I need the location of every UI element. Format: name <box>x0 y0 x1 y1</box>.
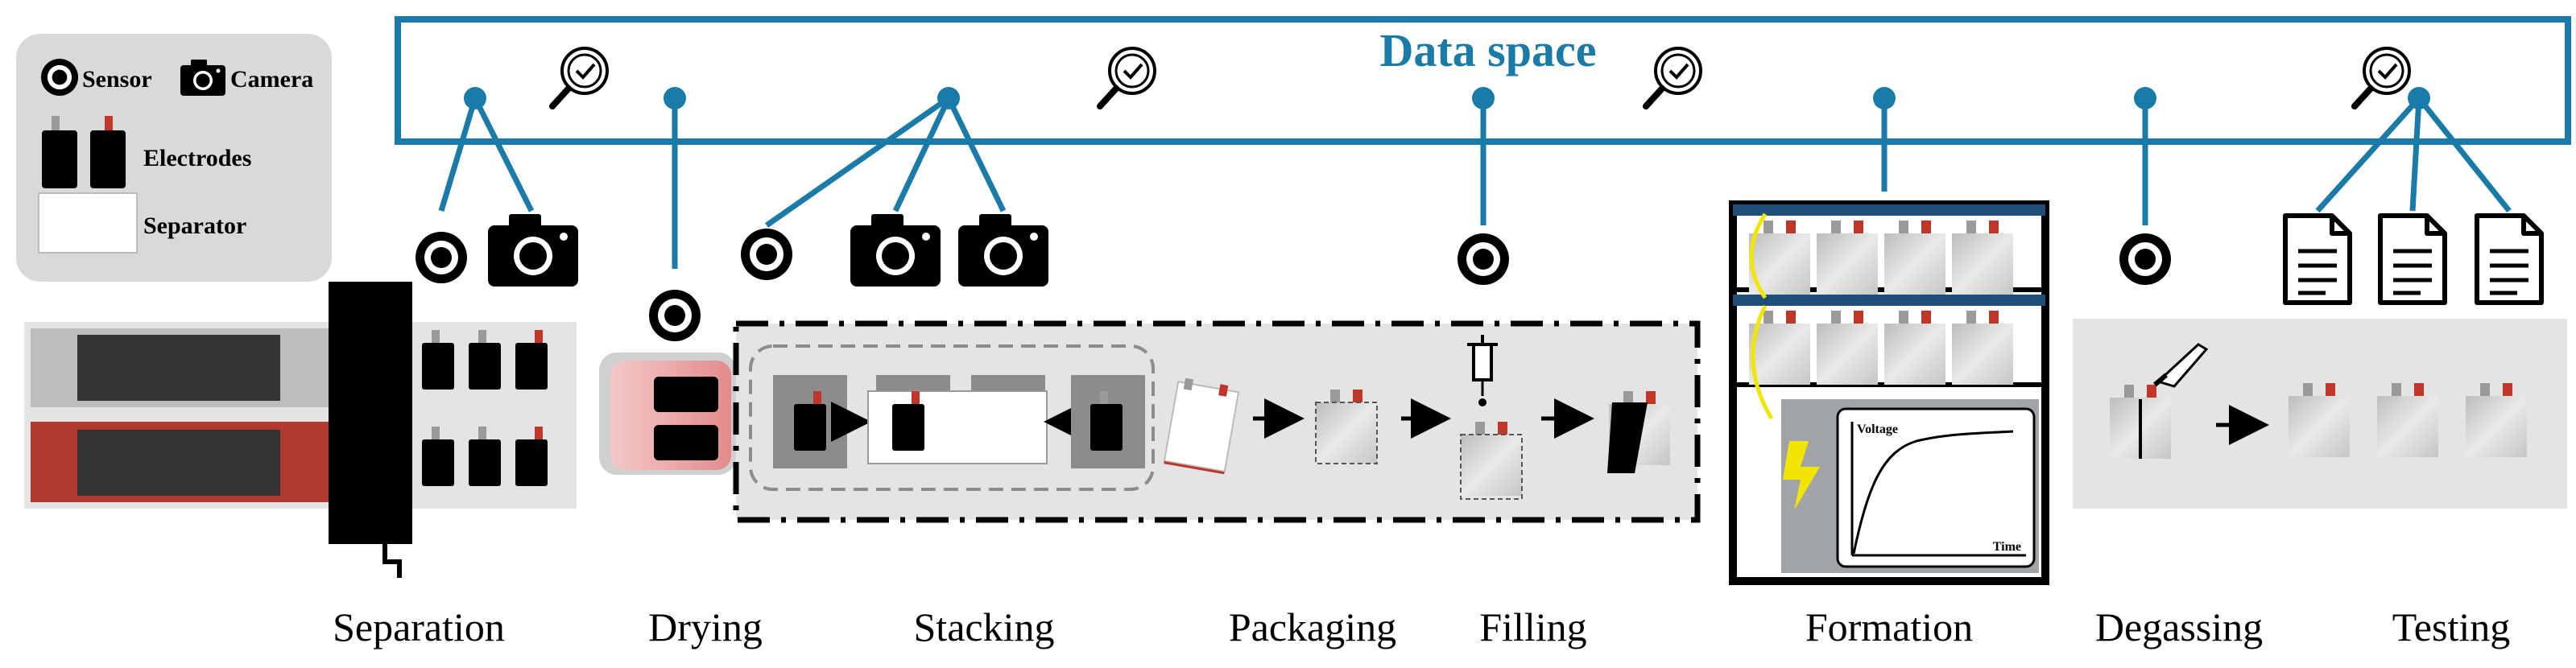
legend-sensor-label: Sensor <box>82 66 152 93</box>
sensor-icon <box>416 232 467 283</box>
document-icon <box>2285 216 2350 303</box>
step-label-drying: Drying <box>648 604 763 649</box>
legend-separator-label: Separator <box>143 212 246 239</box>
connector-nodes <box>464 87 2430 109</box>
sensor-icon <box>741 229 792 280</box>
degassing-testing-panel <box>2073 319 2567 509</box>
magnifier-check-icon <box>1646 48 1701 106</box>
legend-separator-swatch <box>38 192 138 254</box>
step-label-separation: Separation <box>333 604 505 649</box>
step-label-formation: Formation <box>1805 604 1973 649</box>
camera-icon <box>958 214 1048 287</box>
sensor-icon <box>1458 233 1509 285</box>
main-process-panel <box>599 320 1701 523</box>
step-label-filling: Filling <box>1479 604 1586 649</box>
formation-chart-ylabel: Voltage <box>1857 423 1898 436</box>
magnifier-check-icon <box>552 48 607 106</box>
step-label-packaging: Packaging <box>1229 604 1396 649</box>
document-icon <box>2380 216 2445 303</box>
cutter-block <box>329 282 412 544</box>
sensor-icon <box>2119 233 2171 285</box>
separation-section <box>24 282 577 578</box>
data-connectors <box>438 96 2512 269</box>
legend-camera-label: Camera <box>230 66 313 93</box>
camera-icon <box>488 214 578 287</box>
legend-box: Sensor Camera Electrodes Separator <box>16 34 332 282</box>
step-labels: Separation Drying Stacking Packaging Fil… <box>333 604 2510 649</box>
step-label-degassing: Degassing <box>2095 604 2263 649</box>
step-label-testing: Testing <box>2392 604 2510 649</box>
lightning-icon <box>1783 441 1820 510</box>
step-label-stacking: Stacking <box>914 604 1055 649</box>
magnifier-check-icon <box>1100 48 1155 106</box>
legend-electrodes-label: Electrodes <box>143 145 251 171</box>
formation-cabinet: Voltage Time <box>1729 200 2049 585</box>
formation-chart-xlabel: Time <box>1993 540 2021 554</box>
legend-electrodes-icon <box>42 116 126 188</box>
syringe-icon <box>1467 335 1498 406</box>
document-icon <box>2477 216 2541 303</box>
knife-icon <box>2153 343 2209 388</box>
sensor-icon <box>649 290 701 341</box>
legend-sensor-icon <box>40 58 79 97</box>
camera-icon <box>850 214 941 287</box>
magnifier-check-icon <box>2355 48 2409 106</box>
data-space-title: Data space <box>1379 24 1596 76</box>
